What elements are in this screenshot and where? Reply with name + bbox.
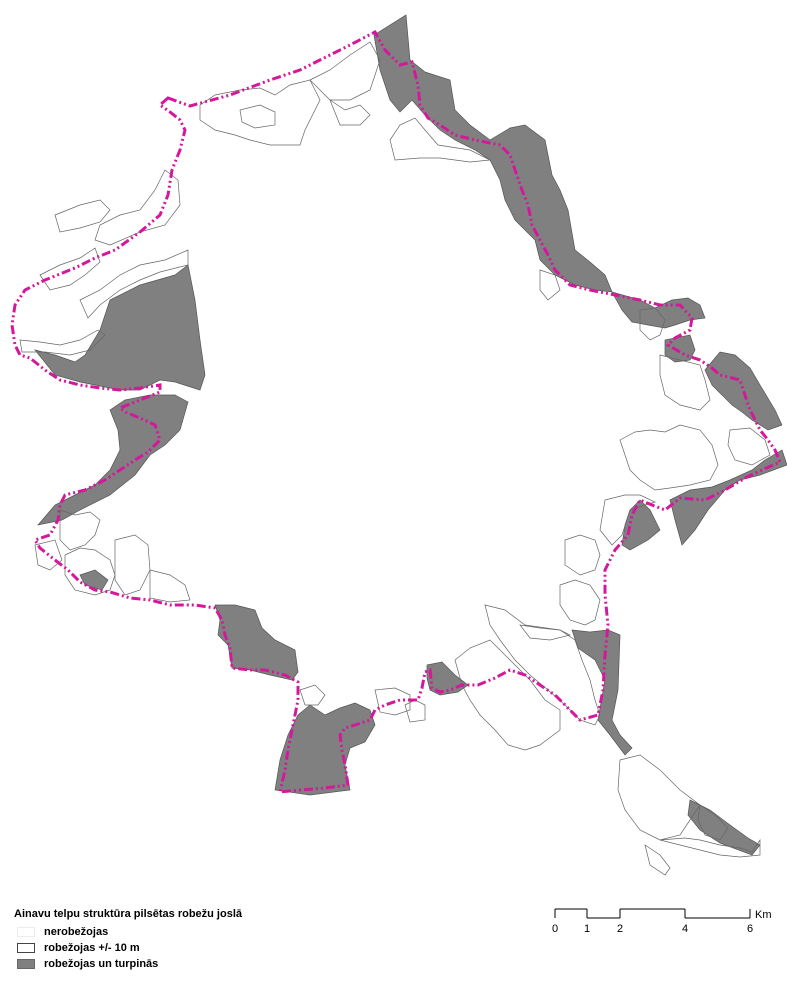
legend-swatch-filled [17,959,35,969]
legend-item-continues: robežojas un turpinās [14,956,334,972]
parcel-west-6 [59,509,101,551]
parcel-east-5 [539,269,561,301]
parcel-west-2 [79,249,189,319]
parcel-south-tail-1 [617,754,701,841]
city-boundary-line [10,29,782,794]
south-tail-east [687,799,761,856]
parcel-west-3 [39,247,101,291]
legend-title: Ainavu telpu struktūra pilsētas robežu j… [14,908,242,920]
scale-tick-label: 6 [747,923,753,935]
parcel-west-1 [94,169,181,246]
parcel-west-5 [54,199,111,233]
east-lobe [704,351,783,431]
legend-item-none: nerobežojas [14,924,334,940]
parcel-east-4 [727,427,771,466]
parcel-south-tail-2 [659,837,761,858]
map-legend: Ainavu telpu struktūra pilsētas robežu j… [14,908,334,972]
west-strip [37,394,189,526]
scale-bar-outline [554,908,751,919]
scale-bar: 0 1 2 4 6 Km [552,908,772,935]
west-large-area [34,264,206,391]
parcel-west-10 [34,539,63,571]
south-east-patch [669,449,787,546]
parcel-east-6 [639,307,666,341]
parcel-north-2 [389,117,492,163]
continuing-areas [34,14,787,856]
parcel-west-7 [64,547,116,596]
parcel-south-3 [559,579,601,626]
parcel-north-4 [239,104,276,129]
legend-label: nerobežojas [44,926,109,938]
scale-tick-label: 2 [617,923,623,935]
south-west-lobe [274,702,376,796]
parcel-east-3 [659,354,711,411]
legend-label: robežojas +/- 10 m [44,942,140,954]
legend-item-ten-m: robežojas +/- 10 m [14,940,334,956]
parcel-south-1 [484,604,601,726]
legend-swatch-outline [17,943,35,953]
parcel-north-1 [199,79,321,146]
parcel-outlines [19,41,771,876]
parcel-south-6 [374,687,411,716]
legend-swatch-empty [17,927,35,937]
east-center-patch [621,499,661,551]
south-east-inner [571,629,633,756]
parcel-south-tail-3 [644,844,671,876]
east-bump [611,291,706,329]
south-west-strip [214,604,299,681]
scale-tick-label: 4 [682,923,688,935]
west-small-patch [79,569,109,591]
parcel-south-2 [454,639,561,751]
parcel-west-4 [19,329,106,356]
parcel-north-3 [309,41,381,101]
parcel-south-5 [564,534,601,576]
legend-label: robežojas un turpinās [44,958,159,970]
north-east-strip [373,14,613,293]
scale-tick-label: 0 [552,923,558,935]
scale-unit-label: Km [755,909,772,921]
scale-tick-label: 1 [584,923,590,935]
parcel-west-9 [149,569,191,603]
parcel-east-1 [619,424,719,491]
east-mid-patch [664,334,696,363]
parcel-south-tail-4 [697,804,729,841]
parcel-south-4 [519,624,572,641]
parcel-south-7 [299,684,326,706]
parcel-west-8 [114,534,151,596]
parcel-north-5 [329,99,371,126]
